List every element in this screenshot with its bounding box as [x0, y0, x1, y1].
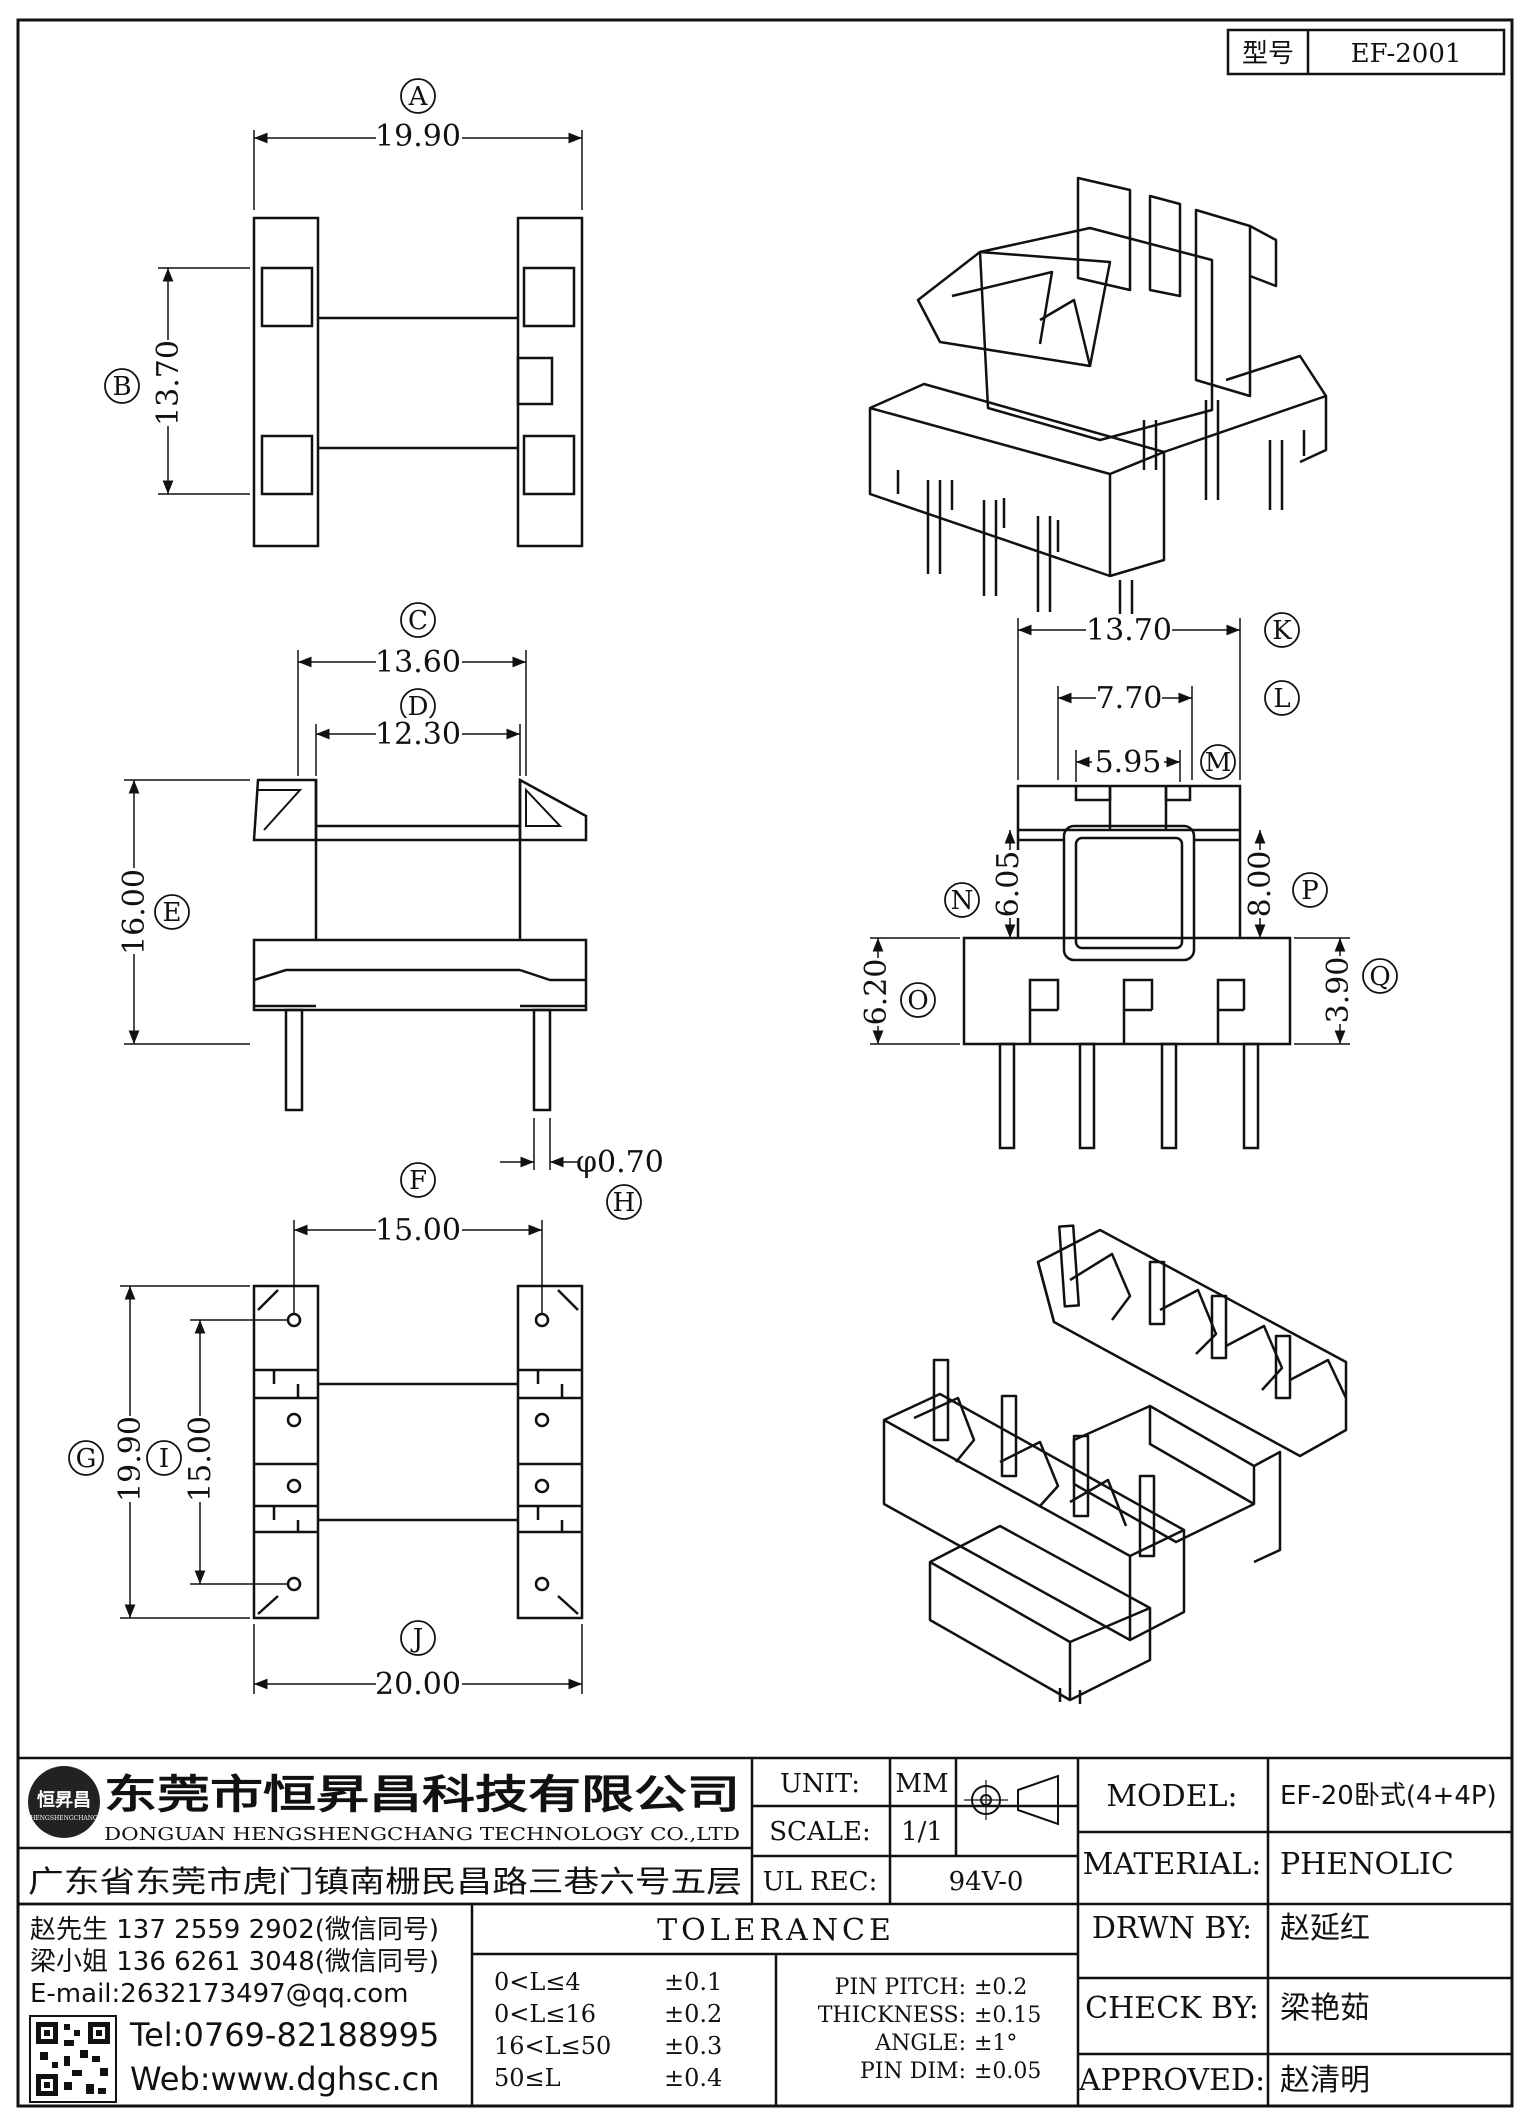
- tolerance-range-label: 50≤L: [494, 2064, 561, 2092]
- check-label: CHECK BY:: [1085, 1991, 1259, 2026]
- model-value: EF-20卧式(4+4P): [1280, 1781, 1497, 1811]
- tolerance-title: TOLERANCE: [657, 1913, 895, 1948]
- dim-N-value: 6.05: [991, 851, 1026, 918]
- dim-G-label: G: [76, 1444, 97, 1474]
- dim-H-value: φ0.70: [576, 1145, 664, 1180]
- dim-P-label: P: [1301, 876, 1319, 906]
- dim-O-value: 6.20: [859, 959, 894, 1026]
- dim-O-label: O: [907, 986, 928, 1016]
- header-model-value: EF-2001: [1351, 39, 1462, 69]
- approved-value: 赵清明: [1280, 2063, 1370, 2098]
- dim-H-label: H: [613, 1188, 636, 1218]
- isometric-view-bottom: [882, 1224, 1348, 1704]
- tolerance-range-value: ±0.3: [664, 2032, 722, 2060]
- dim-K-label: K: [1272, 616, 1292, 646]
- logo-subtext: HENGSHENGCHANG: [30, 1815, 98, 1822]
- dim-J-value: 20.00: [375, 1667, 461, 1702]
- tolerance-range-label: 0<L≤16: [494, 2000, 596, 2028]
- dim-E-label: E: [163, 898, 182, 928]
- tolerance-ranges: 0<L≤4 ±0.1 0<L≤16 ±0.2 16<L≤50 ±0.3 50≤L ±0.4: [494, 1968, 722, 2092]
- projection-symbol-icon: [964, 1774, 1059, 1826]
- outer-border: [16, 18, 1514, 2108]
- dim-I-value: 15.00: [183, 1416, 218, 1502]
- ulrec-label: UL REC:: [763, 1867, 878, 1897]
- header-model-label: 型号: [1242, 39, 1294, 69]
- drwn-label: DRWN BY:: [1092, 1911, 1252, 1946]
- dim-E-value: 16.00: [117, 869, 152, 955]
- dim-N-label: N: [951, 886, 974, 916]
- website: Web:www.dghsc.cn: [130, 2060, 440, 2098]
- dim-P-value: 8.00: [1243, 851, 1278, 918]
- dim-A-value: 19.90: [375, 119, 461, 154]
- side-view: [870, 612, 1398, 1150]
- tolerance-other-value: ±0.2: [974, 1975, 1027, 2000]
- company-name-cn: 东莞市恒昇昌科技有限公司: [104, 1772, 740, 1818]
- title-block-grid: [18, 1756, 1512, 2106]
- tolerance-other-value: ±0.15: [974, 2003, 1041, 2028]
- contact-1: 赵先生 137 2559 2902(微信同号): [30, 1915, 439, 1945]
- dim-M-value: 5.95: [1095, 745, 1162, 780]
- model-label: MODEL:: [1106, 1779, 1237, 1814]
- dim-C-value: 13.60: [375, 645, 461, 680]
- top-view: [104, 78, 584, 548]
- scale-value: 1/1: [901, 1817, 943, 1847]
- dim-B-value: 13.70: [151, 340, 186, 426]
- material-value: PHENOLIC: [1280, 1847, 1454, 1882]
- dim-J-label: J: [410, 1624, 423, 1654]
- dim-B-label: B: [112, 372, 131, 402]
- dim-F-label: F: [409, 1166, 427, 1196]
- tel: Tel:0769-82188995: [129, 2016, 439, 2054]
- tolerance-other-value: ±0.05: [974, 2059, 1041, 2084]
- dim-A-label: A: [408, 82, 429, 112]
- tolerance-other-label: PIN DIM:: [860, 2059, 966, 2084]
- company-name-en: DONGUAN HENGSHENGCHANG TECHNOLOGY CO.,LT…: [104, 1824, 740, 1845]
- scale-label: SCALE:: [769, 1817, 871, 1847]
- check-value: 梁艳茹: [1280, 1991, 1370, 2026]
- email: E-mail:2632173497@qq.com: [30, 1979, 409, 2009]
- unit-label: UNIT:: [780, 1769, 860, 1799]
- dim-Q-label: Q: [1369, 962, 1390, 992]
- dim-Q-value: 3.90: [1321, 957, 1356, 1024]
- contact-2: 梁小姐 136 6261 3048(微信同号): [30, 1947, 439, 1977]
- dim-G-value: 19.90: [113, 1416, 148, 1502]
- ulrec-value: 94V-0: [949, 1867, 1024, 1897]
- tolerance-range-value: ±0.1: [664, 1968, 722, 1996]
- dim-M-label: M: [1205, 748, 1232, 778]
- tolerance-range-value: ±0.2: [664, 2000, 722, 2028]
- tolerance-other-value: ±1°: [974, 2031, 1017, 2056]
- isometric-view-top: [868, 176, 1328, 630]
- dim-D-value: 12.30: [375, 717, 461, 752]
- material-label: MATERIAL:: [1083, 1847, 1262, 1882]
- unit-value: MM: [895, 1769, 948, 1799]
- header-model-box: 型号 EF-2001: [1226, 28, 1506, 76]
- dim-L-label: L: [1273, 684, 1290, 714]
- dim-D-label: D: [408, 692, 429, 722]
- tolerance-range-label: 16<L≤50: [494, 2032, 611, 2060]
- tolerance-other-label: PIN PITCH:: [835, 1975, 966, 2000]
- tolerance-other-label: ANGLE:: [874, 2031, 966, 2056]
- approved-label: APPROVED:: [1078, 2063, 1265, 2098]
- company-logo: 恒昇昌 HENGSHENGCHANG: [28, 1766, 100, 1838]
- drwn-value: 赵延红: [1280, 1911, 1370, 1946]
- dim-K-value: 13.70: [1086, 613, 1172, 648]
- qr-code-icon: [29, 2015, 117, 2103]
- logo-text: 恒昇昌: [37, 1789, 91, 1811]
- tolerance-range-value: ±0.4: [664, 2064, 722, 2092]
- dim-C-label: C: [408, 606, 428, 636]
- dim-I-label: I: [159, 1444, 169, 1474]
- tolerance-other-label: THICKNESS:: [818, 2003, 966, 2028]
- front-view: [124, 602, 642, 1220]
- bottom-view: [68, 1162, 584, 1694]
- dim-L-value: 7.70: [1096, 681, 1163, 716]
- dim-F-value: 15.00: [375, 1213, 461, 1248]
- company-address: 广东省东莞市虎门镇南栅民昌路三巷六号五层: [28, 1865, 742, 1900]
- tolerance-range-label: 0<L≤4: [494, 1968, 581, 1996]
